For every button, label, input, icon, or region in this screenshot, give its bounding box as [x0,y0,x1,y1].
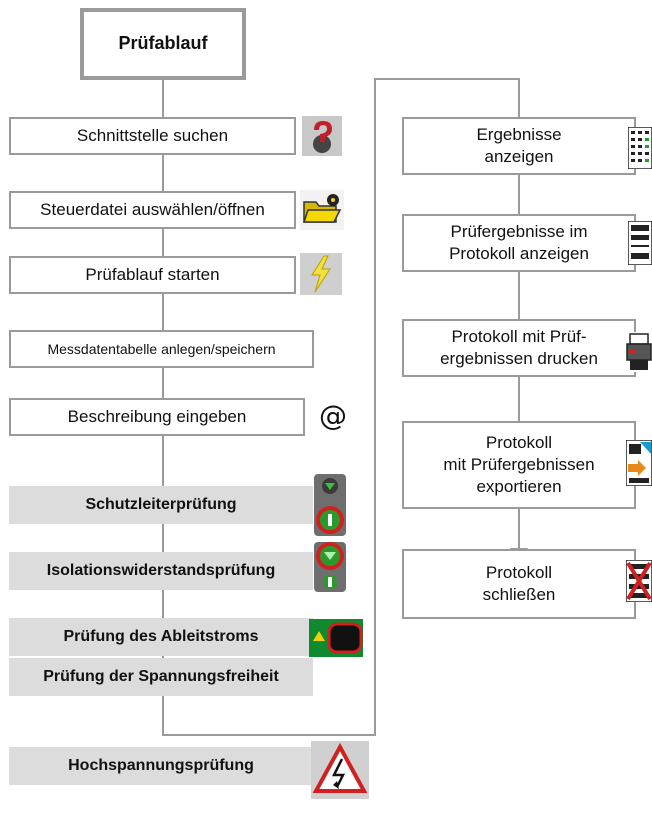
step-box: Beschreibung eingeben [9,398,305,436]
test-box: Prüfung des Ableitstroms [9,618,313,656]
result-step-line: Prüfergebnisse im [450,221,588,241]
test-label: Isolationswiderstandsprüfung [46,562,276,579]
result-step-line: exportieren [476,477,562,497]
test-box: Hochspannungsprüfung [9,747,313,785]
result-step-line: schließen [482,585,556,604]
traffic-light-icon [314,474,346,536]
step-label: Messdatentabelle anlegen/speichern [47,340,276,357]
result-step-line: anzeigen [484,147,554,166]
traffic-light-icon [314,542,346,592]
connector-bottom [162,734,376,736]
protocol-icon [628,221,652,265]
test-box: Schutzleiterprüfung [9,486,313,524]
at-icon: @ [319,399,347,432]
lightning-icon [300,253,342,295]
printer-icon [626,332,652,372]
step-label: Beschreibung eingeben [67,406,247,426]
step-box: Schnittstelle suchen [9,117,296,155]
result-step-line: Protokoll [485,432,553,452]
results-table-icon [628,127,652,169]
test-label: Prüfung des Ableitstroms [63,628,259,645]
result-step-line: ergebnissen drucken [440,349,598,368]
result-step-line: mit Prüfergebnissen [443,454,595,474]
result-step-box: Ergebnisse anzeigen [402,117,636,175]
result-step-box: Protokoll mit Prüf- ergebnissen drucken [402,319,636,377]
step-box: Prüfablauf starten [9,256,296,294]
test-label: Prüfung der Spannungsfreiheit [43,668,279,685]
start-box: Prüfablauf [80,8,246,80]
step-box: Messdatentabelle anlegen/speichern [9,330,314,368]
high-voltage-icon [311,741,369,799]
test-label: Hochspannungsprüfung [68,757,254,774]
result-step-line: Protokoll mit Prüf- [451,326,587,346]
test-label: Schutzleiterprüfung [85,496,237,513]
start-label: Prüfablauf [118,33,208,54]
step-label: Prüfablauf starten [85,264,220,284]
start-button-icon [309,619,363,657]
question-icon [302,116,342,156]
result-step-box: Prüfergebnisse im Protokoll anzeigen [402,214,636,272]
result-step-box: Protokoll schließen [402,549,636,619]
test-box: Isolationswiderstandsprüfung [9,552,313,590]
step-label: Schnittstelle suchen [76,125,229,145]
close-x-icon [626,560,652,602]
connector-top [374,78,520,80]
result-step-box: Protokoll mit Prüfergebnissen exportiere… [402,421,636,509]
test-box: Prüfung der Spannungsfreiheit [9,658,313,696]
connector-right-column [518,78,520,558]
export-icon [626,440,652,486]
step-box: Steuerdatei auswählen/öffnen [9,191,296,229]
result-step-line: Protokoll [485,562,553,582]
result-step-line: Ergebnisse [476,124,562,144]
result-step-line: Protokoll anzeigen [449,244,589,263]
connector-right-up [374,78,376,736]
folder-gear-icon [300,190,344,230]
step-label: Steuerdatei auswählen/öffnen [40,199,265,219]
